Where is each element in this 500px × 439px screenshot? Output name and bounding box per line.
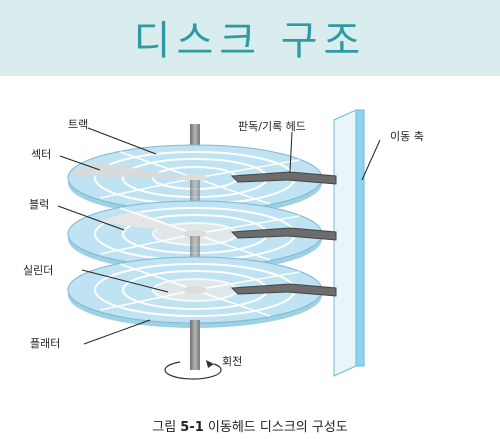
label-block: 블럭	[29, 198, 50, 211]
moving-axis	[333, 109, 365, 377]
leader-lines	[57, 127, 381, 345]
label-track: 트랙	[68, 118, 89, 131]
head-arm-2	[230, 227, 337, 241]
label-cylinder: 실린더	[23, 264, 54, 277]
caption-prefix: 그림	[152, 420, 181, 435]
page-title: 디스크 구조	[133, 18, 367, 64]
label-platter: 플래터	[30, 337, 61, 350]
caption-number: 5-1	[180, 420, 204, 435]
disk-diagram	[57, 109, 381, 380]
label-rotation: 회전	[222, 355, 243, 368]
caption-text: 이동헤드 디스크의 구성도	[203, 420, 348, 435]
label-sector: 섹터	[31, 148, 52, 161]
label-head: 판독/기록 헤드	[238, 120, 306, 133]
figure-caption: 그림 5-1 이동헤드 디스크의 구성도	[0, 416, 500, 435]
rotation-arrow	[164, 361, 222, 380]
spindle-bottom	[190, 320, 200, 370]
title-banner: 디스크 구조	[0, 0, 500, 76]
platter-3	[67, 256, 323, 328]
label-axis: 이동 축	[390, 130, 424, 143]
head-arm-3	[230, 283, 337, 297]
